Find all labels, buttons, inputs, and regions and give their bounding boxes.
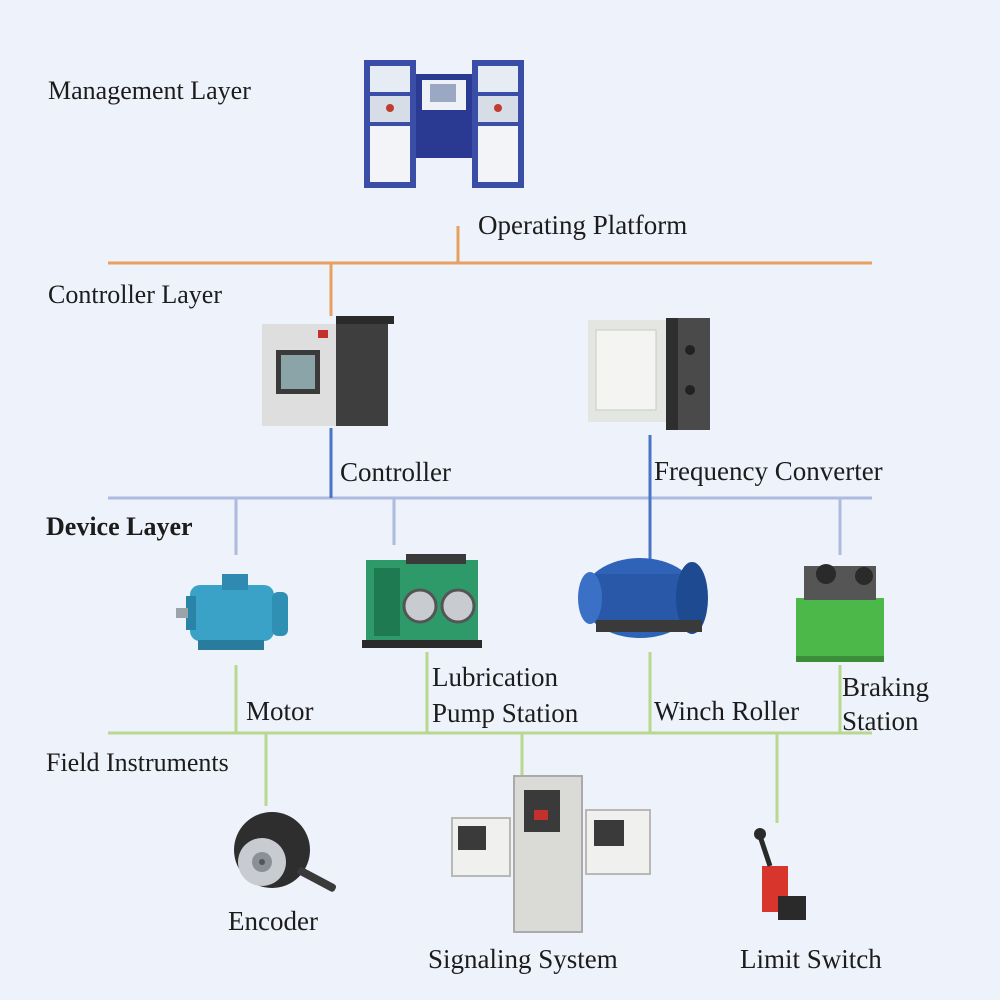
winch-roller-label: Winch Roller [654, 696, 800, 726]
limit-switch-label: Limit Switch [740, 944, 882, 974]
controller-label: Controller [340, 457, 451, 487]
controller-layer-label: Controller Layer [48, 280, 222, 309]
operating-platform-image [364, 60, 524, 188]
operating-platform-label: Operating Platform [478, 210, 688, 240]
frequency-converter-image [588, 318, 710, 430]
lubrication-label-line1: Lubrication [432, 662, 558, 692]
encoder-image [234, 812, 337, 892]
signaling-system-label: Signaling System [428, 944, 618, 974]
device-layer-label: Device Layer [46, 512, 193, 541]
braking-station-image [796, 564, 884, 662]
controller-image [262, 316, 394, 426]
lubrication-label-line2: Pump Station [432, 698, 579, 728]
motor-label: Motor [246, 696, 314, 726]
signaling-system-image [451, 775, 651, 933]
motor-image [176, 574, 288, 650]
limit-switch-image [754, 828, 806, 920]
encoder-label: Encoder [228, 906, 318, 936]
winch-roller-image [578, 558, 708, 638]
frequency-converter-label: Frequency Converter [654, 456, 883, 486]
braking-label-line2: Station [842, 706, 919, 736]
field-instruments-label: Field Instruments [46, 748, 229, 777]
braking-label-line1: Braking [842, 672, 929, 702]
management-layer-label: Management Layer [48, 76, 251, 105]
lubrication-pump-image [362, 554, 482, 648]
